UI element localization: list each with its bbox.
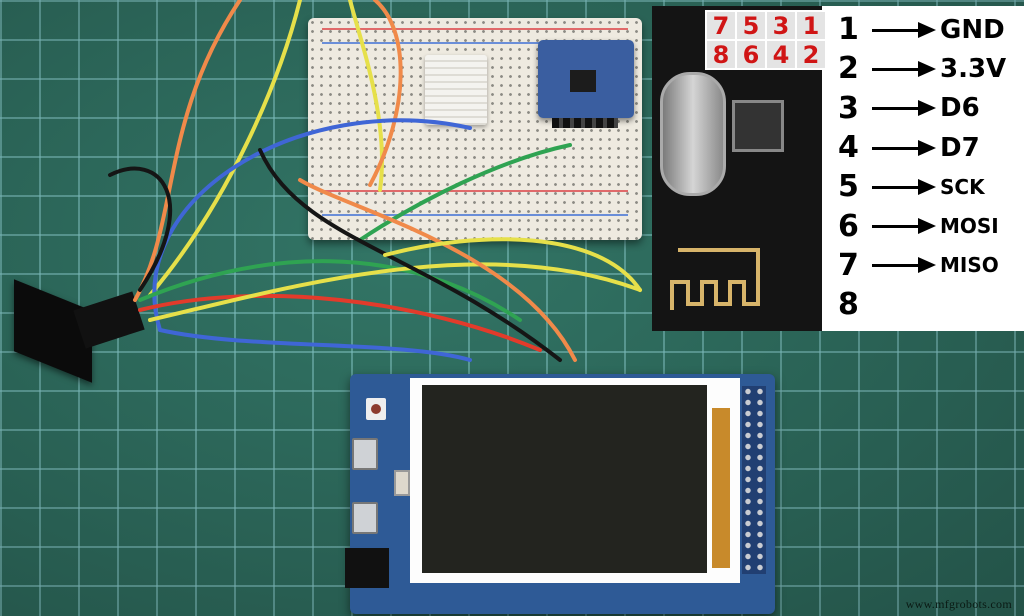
pinout-row: 3 D6 xyxy=(838,89,1006,128)
tft-screen xyxy=(422,385,707,573)
pin-number: 7 xyxy=(838,247,859,283)
pinout-row: 2 3.3V xyxy=(838,49,1006,88)
pin-number: 6 xyxy=(838,208,859,244)
tact-switch xyxy=(394,470,410,496)
arrow-right-icon xyxy=(872,255,936,275)
pin-label: 8 xyxy=(707,41,735,69)
usb-port-icon xyxy=(352,502,378,534)
pinout-row: 4 D7 xyxy=(838,128,1006,167)
pinout-row: 5 SCK xyxy=(838,167,1006,206)
arrow-right-icon xyxy=(872,98,936,118)
rtc-header-pins xyxy=(552,118,618,128)
pin-label: 7 xyxy=(707,12,735,40)
crystal-oscillator xyxy=(660,72,726,196)
pinout-row: 6 MOSI xyxy=(838,206,1006,245)
pin-number: 1 xyxy=(838,12,859,48)
dht-sensor xyxy=(425,55,487,125)
pin-signal: SCK xyxy=(940,174,985,199)
pin-label: 1 xyxy=(797,12,825,40)
header-pins xyxy=(742,386,766,574)
pin-signal: D7 xyxy=(940,132,980,163)
pin-label: 4 xyxy=(767,41,795,69)
watermark: www.mfgrobots.com xyxy=(905,597,1012,611)
pin-label: 5 xyxy=(737,12,765,40)
pin-label: 2 xyxy=(797,41,825,69)
pin-number: 2 xyxy=(838,51,859,87)
pcb-antenna-icon xyxy=(670,248,760,310)
pin-number: 3 xyxy=(838,90,859,126)
arrow-right-icon xyxy=(872,20,936,40)
pin-number: 4 xyxy=(838,130,859,166)
usb-port-icon xyxy=(352,438,378,470)
arrow-right-icon xyxy=(872,138,936,158)
pin-signal: D6 xyxy=(940,93,980,124)
pin-number: 8 xyxy=(838,287,859,323)
power-rail-blue-bottom xyxy=(322,214,628,216)
dc-barrel-jack xyxy=(345,548,389,588)
power-rail-red-top xyxy=(322,28,628,30)
pin-header-grid: 7 5 3 1 8 6 4 2 xyxy=(705,10,827,70)
pin-number: 5 xyxy=(838,169,859,205)
pinout-list: 1 GND 2 3.3V 3 D6 4 D7 5 SCK 6 MOSI 7 MI… xyxy=(838,10,1006,324)
power-rail-red-bottom xyxy=(322,190,628,192)
arrow-right-icon xyxy=(872,216,936,236)
pinout-row: 7 MISO xyxy=(838,246,1006,285)
power-rail-blue-top xyxy=(322,42,628,44)
pin-signal: GND xyxy=(940,14,1005,45)
arrow-right-icon xyxy=(872,177,936,197)
pin-signal: MOSI xyxy=(940,214,999,239)
pinout-row: 1 GND xyxy=(838,10,1006,49)
rtc-module xyxy=(538,40,634,128)
tft-ribbon-cable xyxy=(712,408,730,568)
arrow-right-icon xyxy=(872,59,936,79)
pinout-row: 8 xyxy=(838,285,1006,324)
pin-signal: 3.3V xyxy=(940,53,1007,84)
pin-label: 3 xyxy=(767,12,795,40)
reset-button xyxy=(366,398,386,420)
pin-label: 6 xyxy=(737,41,765,69)
nrf-chip xyxy=(732,100,784,152)
pin-signal: MISO xyxy=(940,253,999,278)
rtc-chip xyxy=(570,70,596,92)
